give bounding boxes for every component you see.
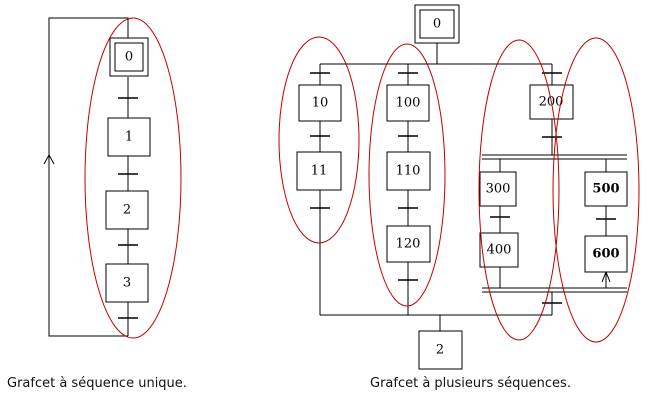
step: 100 <box>386 84 430 122</box>
initial-step: 0 <box>414 4 460 44</box>
step: 10 <box>298 84 342 122</box>
sequence-highlight-ellipse <box>368 43 446 307</box>
sequence-highlight-ellipse <box>278 36 360 244</box>
step: 300 <box>479 171 517 207</box>
single-sequence-caption: Grafcet à séquence unique. <box>7 376 187 391</box>
multiple-sequence-caption: Grafcet à plusieurs séquences. <box>370 376 571 391</box>
step: 120 <box>386 225 431 263</box>
step: 1 <box>107 117 151 157</box>
step-label: 11 <box>311 164 328 179</box>
step: 2 <box>105 190 149 230</box>
sequence-highlight-ellipse <box>552 37 640 343</box>
step: 400 <box>479 232 519 268</box>
step: 3 <box>105 263 149 303</box>
step-label: 500 <box>592 182 619 197</box>
step-label: 400 <box>487 243 512 258</box>
step: 600 <box>584 235 628 273</box>
step: 200 <box>529 84 574 120</box>
single-sequence-grafcet: 0 1 2 3 <box>43 17 182 339</box>
step-label: 600 <box>592 247 619 262</box>
multiple-sequence-grafcet: 0 10 11 100 110 120 200 300 <box>278 4 640 370</box>
step: 110 <box>386 151 431 191</box>
step-label: 0 <box>433 17 441 32</box>
step: 500 <box>584 171 628 207</box>
step-label: 2 <box>436 343 444 358</box>
return-loop-link <box>48 17 129 337</box>
step-label: 2 <box>123 203 131 218</box>
step-label: 100 <box>396 96 421 111</box>
step: 11 <box>296 151 342 191</box>
sequence-highlight-ellipse <box>478 39 560 341</box>
step-label: 1 <box>125 130 133 145</box>
step-label: 120 <box>396 237 421 252</box>
step-label: 300 <box>486 182 511 197</box>
step: 2 <box>418 330 463 370</box>
sequence-highlight-ellipse <box>84 17 182 339</box>
step-label: 3 <box>123 276 131 291</box>
step-label: 0 <box>125 50 133 65</box>
initial-step: 0 <box>109 37 149 77</box>
step-label: 10 <box>312 96 329 111</box>
step-label: 110 <box>396 164 421 179</box>
loop-arrow-icon <box>43 153 55 165</box>
